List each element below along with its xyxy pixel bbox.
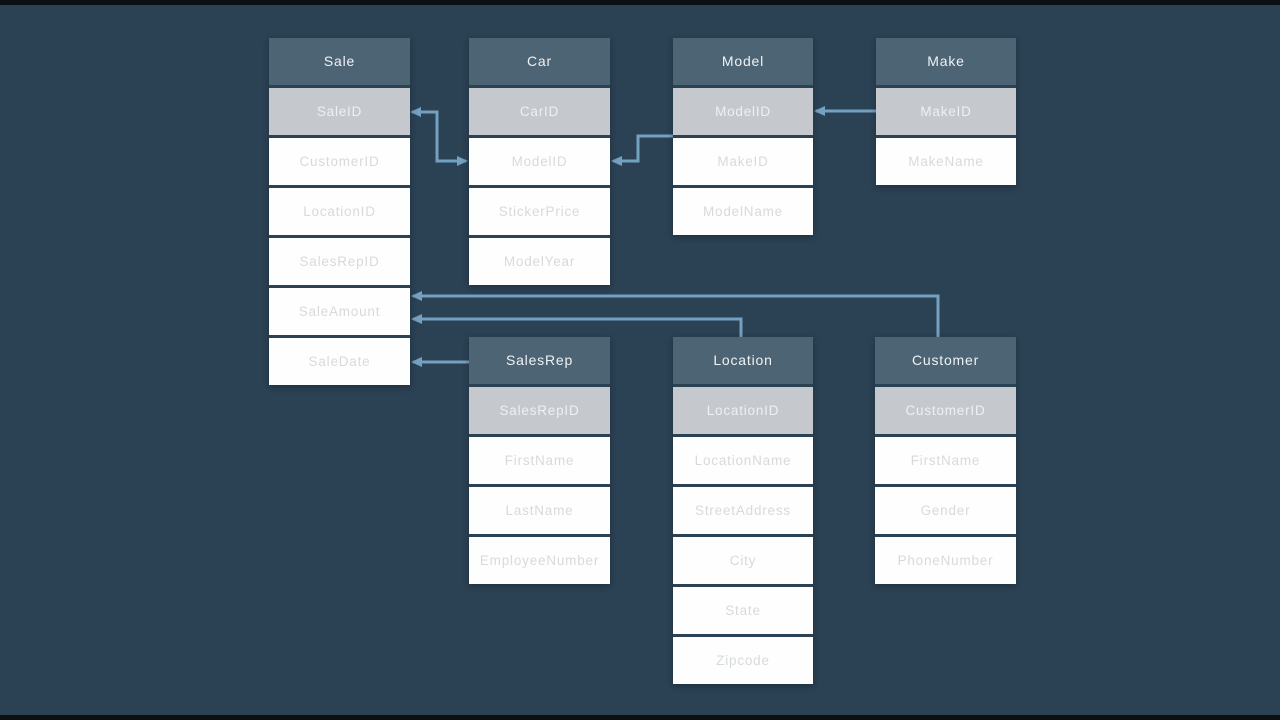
relationship-sale-location	[411, 314, 743, 340]
field-lastname: LastName	[469, 487, 610, 534]
table-title-salesrep: SalesRep	[469, 337, 610, 384]
relationship-sale-salesrep	[411, 357, 470, 367]
field-locationid: LocationID	[673, 387, 813, 434]
field-stickerprice: StickerPrice	[469, 188, 610, 235]
field-carid: CarID	[469, 88, 610, 135]
table-title-make: Make	[876, 38, 1016, 85]
table-title-location: Location	[673, 337, 813, 384]
field-firstname: FirstName	[875, 437, 1016, 484]
field-locationname: LocationName	[673, 437, 813, 484]
field-city: City	[673, 537, 813, 584]
field-locationid: LocationID	[269, 188, 410, 235]
field-makeid: MakeID	[673, 138, 813, 185]
letterbox-bottom	[0, 715, 1280, 720]
field-saledate: SaleDate	[269, 338, 410, 385]
table-title-model: Model	[673, 38, 813, 85]
field-zipcode: Zipcode	[673, 637, 813, 684]
field-state: State	[673, 587, 813, 634]
field-modelyear: ModelYear	[469, 238, 610, 285]
relationship-car-model	[611, 134, 673, 166]
relationship-sale-car	[410, 107, 468, 166]
field-firstname: FirstName	[469, 437, 610, 484]
relationship-model-make	[814, 106, 878, 116]
field-gender: Gender	[875, 487, 1016, 534]
field-saleamount: SaleAmount	[269, 288, 410, 335]
table-title-sale: Sale	[269, 38, 410, 85]
field-saleid: SaleID	[269, 88, 410, 135]
table-title-customer: Customer	[875, 337, 1016, 384]
field-makeid: MakeID	[876, 88, 1016, 135]
field-salesrepid: SalesRepID	[269, 238, 410, 285]
field-modelid: ModelID	[673, 88, 813, 135]
field-makename: MakeName	[876, 138, 1016, 185]
table-title-car: Car	[469, 38, 610, 85]
field-customerid: CustomerID	[269, 138, 410, 185]
relationship-sale-customer	[411, 291, 940, 340]
field-streetaddress: StreetAddress	[673, 487, 813, 534]
field-salesrepid: SalesRepID	[469, 387, 610, 434]
field-phonenumber: PhoneNumber	[875, 537, 1016, 584]
field-modelid: ModelID	[469, 138, 610, 185]
letterbox-top	[0, 0, 1280, 5]
field-customerid: CustomerID	[875, 387, 1016, 434]
field-modelname: ModelName	[673, 188, 813, 235]
field-employeenumber: EmployeeNumber	[469, 537, 610, 584]
